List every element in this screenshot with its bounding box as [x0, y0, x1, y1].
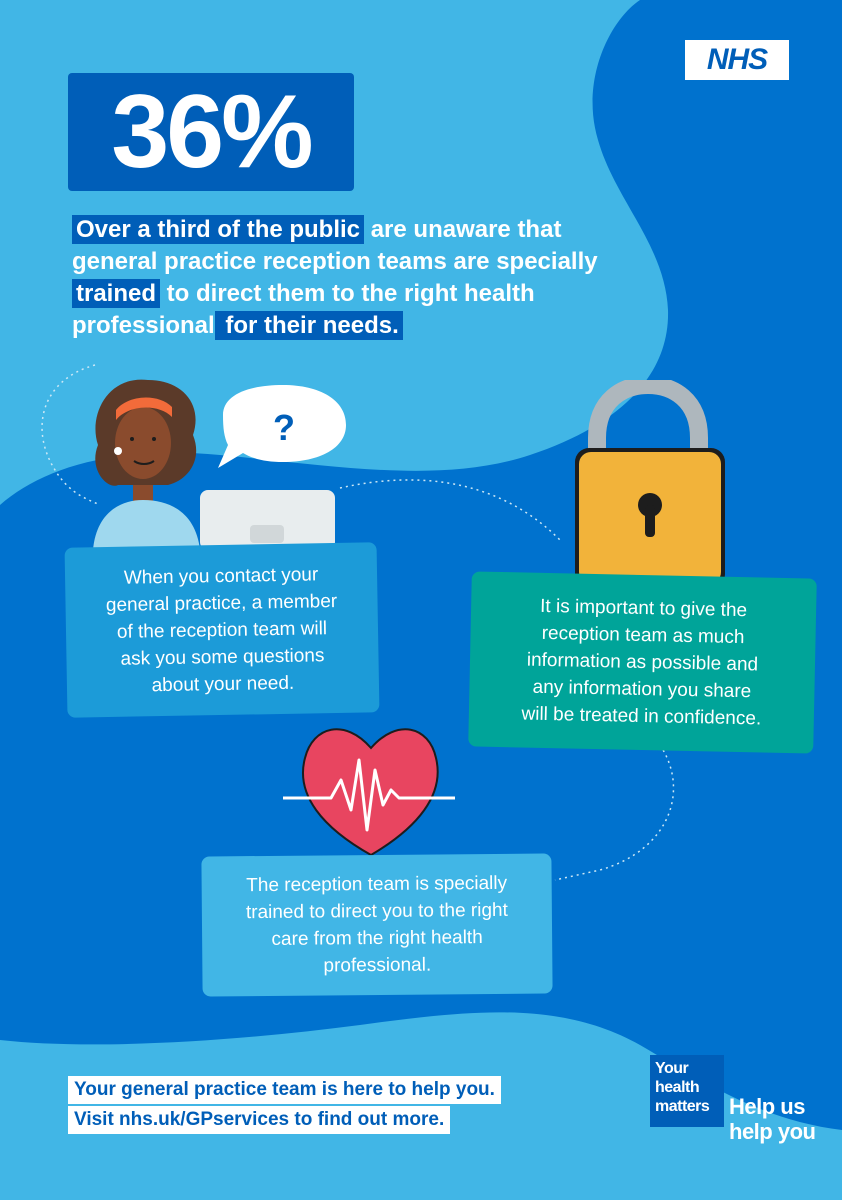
heart-pulse-icon — [283, 728, 455, 857]
panel-line: When you contact your — [123, 563, 319, 589]
padlock-icon — [575, 380, 725, 588]
panel-line: about your need. — [151, 672, 295, 696]
headline-highlight: Over a third of the public — [72, 215, 365, 244]
speech-bubble-question: ? — [273, 407, 295, 448]
stat-box: 36% — [68, 73, 354, 191]
background-blue-wave — [0, 0, 842, 1130]
headline: Over a third of the public are unaware t… — [72, 214, 632, 342]
info-panel-trained: The reception team is specially trained … — [201, 853, 553, 997]
dotted-path-right — [554, 744, 675, 881]
panel-line: ask you some questions — [120, 644, 325, 670]
panel-line: trained to direct you to the right — [245, 899, 508, 924]
nhs-logo-text: NHS — [706, 43, 768, 76]
panel-line: professional. — [323, 954, 432, 977]
nhs-logo: NHS — [685, 40, 789, 80]
panel-line: of the reception team will — [116, 617, 328, 643]
tagline-line: Help us — [729, 1094, 805, 1119]
panel-line: The reception team is specially — [246, 872, 508, 897]
stat-value: 36% — [111, 74, 313, 190]
tagline-line: help you — [729, 1119, 816, 1144]
help-us-help-you-tagline: Help us help you — [729, 1094, 816, 1144]
cta-line: Visit nhs.uk/GPservices to find out more… — [68, 1106, 451, 1134]
panel-line: general practice, a member — [105, 590, 338, 616]
badge-line: Your — [655, 1060, 689, 1077]
cta-line: Your general practice team is here to he… — [68, 1076, 501, 1104]
headline-text: to direct them to the right health profe… — [72, 280, 535, 339]
receptionist-icon: ? — [93, 379, 346, 550]
badge-line: matters — [655, 1098, 710, 1115]
badge-line: health — [655, 1079, 700, 1096]
your-health-matters-badge: Your health matters — [650, 1055, 724, 1127]
panel-line: care from the right health — [271, 927, 483, 950]
call-to-action: Your general practice team is here to he… — [68, 1076, 501, 1136]
info-panel-contact: When you contact your general practice, … — [64, 542, 380, 718]
dotted-path-left — [41, 364, 101, 506]
headline-text: are unaware that general practice recept… — [72, 216, 598, 275]
dotted-path-top — [339, 479, 561, 541]
info-panel-confidence: It is important to give the reception te… — [468, 571, 817, 754]
headline-highlight: trained — [72, 279, 161, 308]
panel-line: will be treated in confidence. — [521, 703, 762, 730]
headline-highlight: for their needs. — [214, 311, 403, 340]
